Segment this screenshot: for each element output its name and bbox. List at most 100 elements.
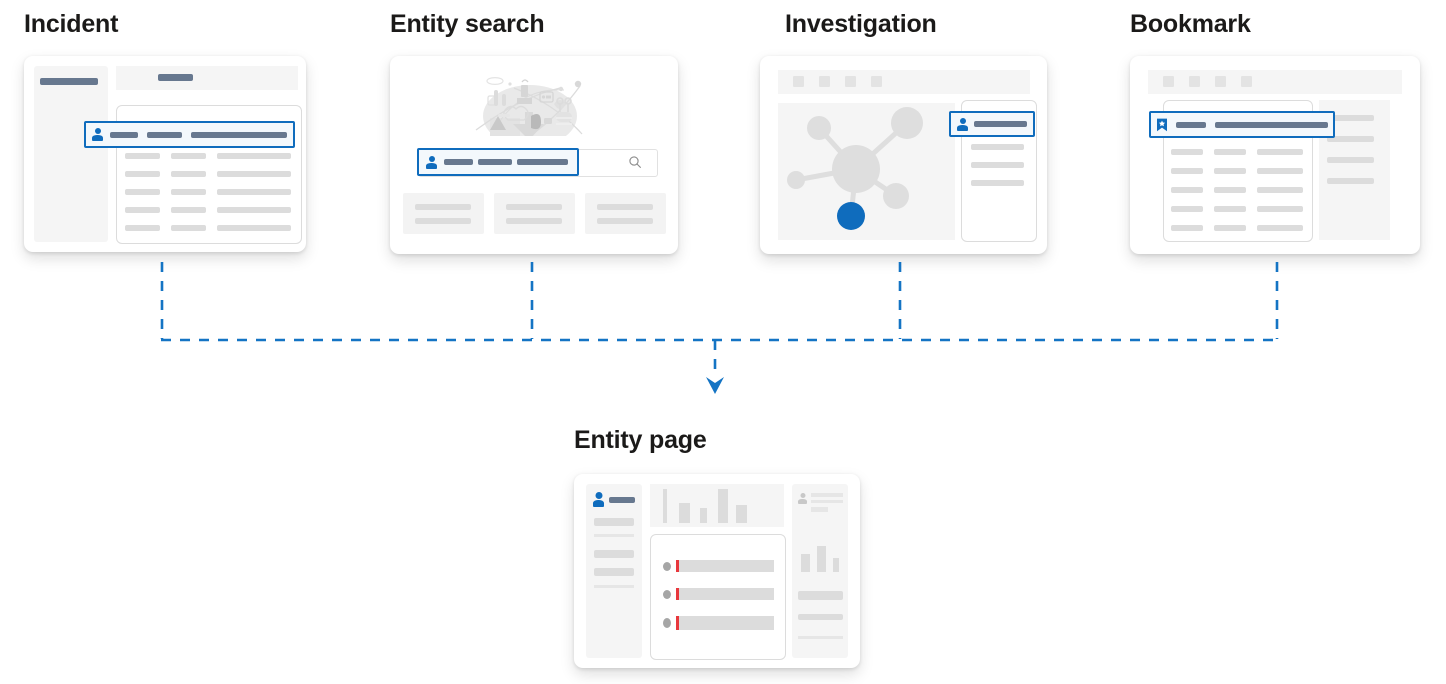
field-row xyxy=(594,534,634,537)
cell xyxy=(1171,149,1203,155)
cell xyxy=(217,189,291,195)
cell xyxy=(171,225,206,231)
cell xyxy=(217,153,291,159)
alert-row[interactable] xyxy=(663,560,775,572)
cell xyxy=(1214,206,1246,212)
cell xyxy=(171,171,206,177)
result-line xyxy=(597,218,653,224)
incident-selected-entity-row[interactable] xyxy=(84,121,295,148)
entity-search-card[interactable] xyxy=(390,56,678,254)
entity-page-timeline-panel xyxy=(650,534,786,660)
detail-line xyxy=(798,591,843,600)
table-row xyxy=(1171,144,1303,163)
cell xyxy=(1214,168,1246,174)
cell xyxy=(125,225,160,231)
incident-card[interactable] xyxy=(24,56,306,252)
toolbar-button[interactable] xyxy=(1241,76,1252,87)
cell xyxy=(171,189,206,195)
suggestion-token xyxy=(478,159,512,165)
cell xyxy=(1214,225,1246,231)
toolbar-button[interactable] xyxy=(819,76,830,87)
entity-search-title: Entity search xyxy=(390,10,545,38)
table-row xyxy=(1171,182,1303,201)
entity-page-card[interactable] xyxy=(574,474,860,668)
cell xyxy=(125,189,160,195)
toolbar-button[interactable] xyxy=(1163,76,1174,87)
table-row xyxy=(125,149,291,167)
side-line xyxy=(1327,115,1374,121)
result-line xyxy=(597,204,653,210)
alert-title xyxy=(679,616,774,630)
entity-search-result-card[interactable] xyxy=(403,193,484,234)
person-icon xyxy=(92,128,103,141)
alert-title xyxy=(679,560,774,572)
bookmark-title: Bookmark xyxy=(1130,10,1251,38)
table-row xyxy=(125,185,291,203)
detail-line xyxy=(971,162,1024,168)
cell xyxy=(1257,168,1303,174)
cell xyxy=(1214,187,1246,193)
entity-name-bar xyxy=(609,497,635,503)
bookmark-selected-row[interactable] xyxy=(1149,111,1335,138)
incident-left-rail xyxy=(34,66,108,242)
field-row xyxy=(594,585,634,588)
toolbar-button[interactable] xyxy=(871,76,882,87)
suggestion-token xyxy=(517,159,568,165)
cell xyxy=(171,207,206,213)
person-icon xyxy=(957,117,968,131)
toolbar-button[interactable] xyxy=(1215,76,1226,87)
search-icon[interactable] xyxy=(628,155,642,169)
toolbar-button[interactable] xyxy=(1189,76,1200,87)
severity-bar xyxy=(676,616,679,630)
cell xyxy=(1171,206,1203,212)
search-illustration xyxy=(468,68,598,147)
entity-search-result-card[interactable] xyxy=(494,193,575,234)
entity-page-chart-panel xyxy=(650,484,784,527)
incident-title: Incident xyxy=(24,10,119,38)
bookmark-card[interactable] xyxy=(1130,56,1420,254)
entity-search-result-card[interactable] xyxy=(585,193,666,234)
cell xyxy=(125,207,160,213)
investigation-selected-entity-row[interactable] xyxy=(949,111,1035,137)
person-small-icon xyxy=(798,493,807,504)
alert-row[interactable] xyxy=(663,588,775,600)
entity-page-title: Entity page xyxy=(574,426,707,454)
side-line xyxy=(1327,178,1374,184)
summary-line xyxy=(811,493,843,497)
person-icon xyxy=(426,155,437,169)
investigation-graph xyxy=(787,107,923,230)
side-line xyxy=(1327,157,1374,163)
connector-arrowhead xyxy=(706,377,724,394)
toolbar-button[interactable] xyxy=(793,76,804,87)
cell xyxy=(1257,225,1303,231)
cell xyxy=(1171,225,1203,231)
cell xyxy=(217,171,291,177)
cell xyxy=(125,153,160,159)
toolbar-button[interactable] xyxy=(845,76,856,87)
cell xyxy=(1257,149,1303,155)
investigation-graph-canvas[interactable] xyxy=(778,103,955,240)
result-line xyxy=(415,204,471,210)
table-row xyxy=(125,203,291,221)
result-line xyxy=(415,218,471,224)
table-row xyxy=(125,167,291,185)
investigation-card[interactable] xyxy=(760,56,1047,254)
table-row xyxy=(1171,163,1303,182)
bookmark-toolbar xyxy=(1148,70,1402,94)
investigation-title: Investigation xyxy=(785,10,937,38)
field-row xyxy=(594,550,634,558)
alert-title xyxy=(679,588,774,600)
alert-row[interactable] xyxy=(663,616,775,630)
result-line xyxy=(506,218,562,224)
side-line xyxy=(1327,136,1374,142)
entity-search-selected-suggestion[interactable] xyxy=(417,148,579,176)
person-icon xyxy=(593,492,604,507)
entity-page-right-panel xyxy=(792,484,848,658)
result-line xyxy=(506,204,562,210)
field-row xyxy=(594,518,634,526)
cell xyxy=(1171,168,1203,174)
investigation-toolbar xyxy=(778,70,1030,94)
cell xyxy=(1257,187,1303,193)
incident-table-rows xyxy=(125,149,291,239)
